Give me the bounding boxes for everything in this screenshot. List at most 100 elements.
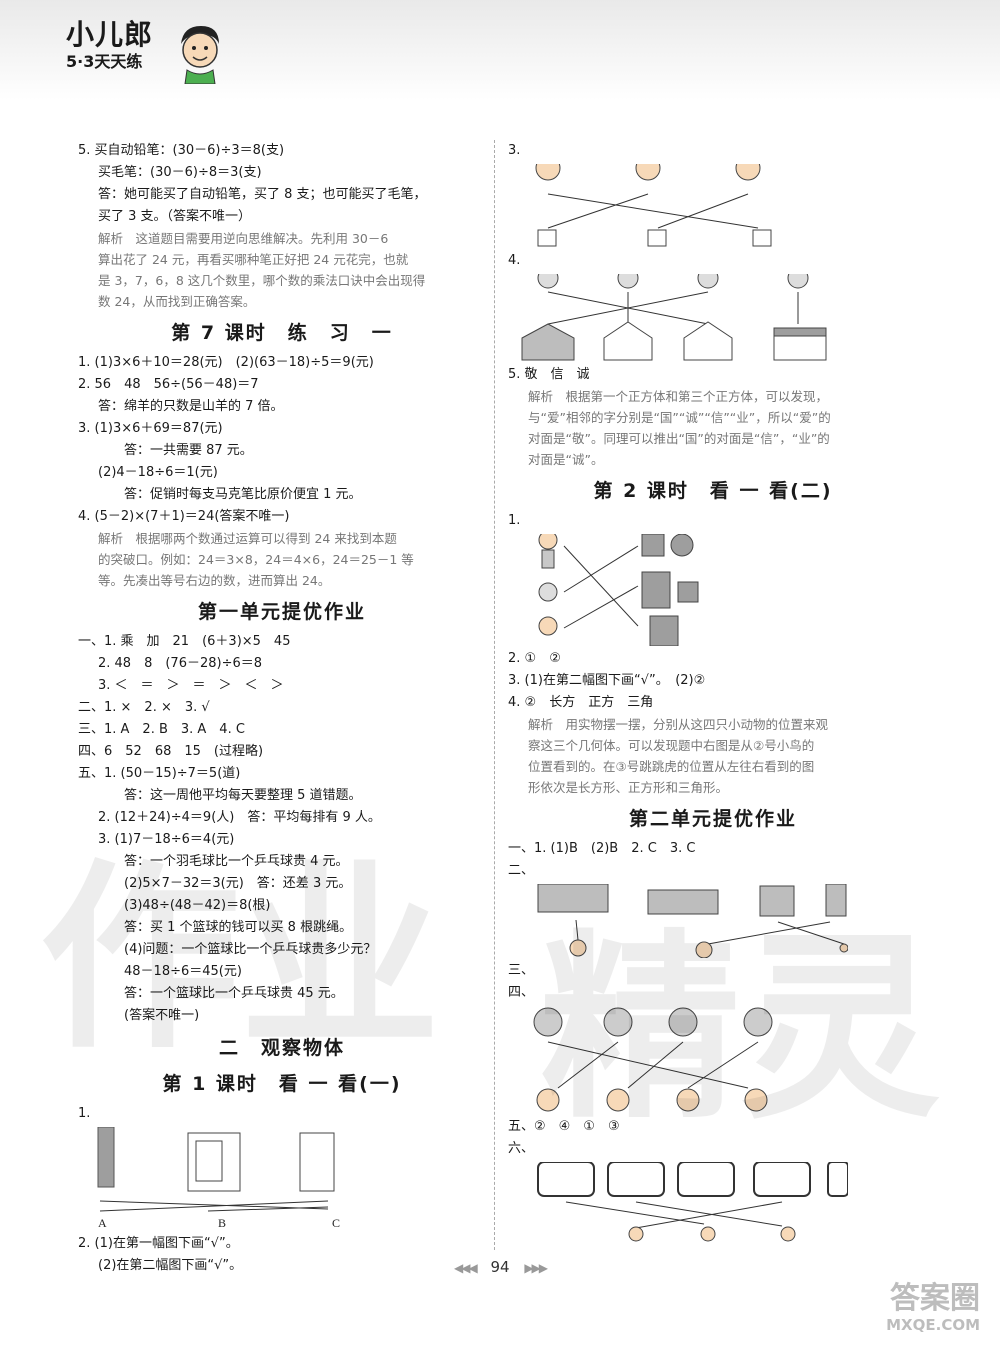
- mascot-icon: [181, 26, 219, 84]
- photos-matching-figure: [537, 1162, 848, 1242]
- answer-line: 一、1. 乘 加 21 (6＋3)×5 45: [78, 634, 291, 649]
- animal-back-2: [603, 1007, 633, 1037]
- combined-view: [649, 615, 679, 646]
- fig-label-c: C: [332, 1216, 340, 1230]
- site-watermark: 答案圈 MXQE.COM: [886, 1282, 980, 1335]
- truck-side-2: [647, 889, 719, 915]
- answer-line: 答：这一周他平均每天要整理 5 道错题。: [124, 788, 362, 803]
- page-number: 94: [490, 1258, 510, 1276]
- fig-label-b: B: [218, 1216, 226, 1230]
- question-number: 四、: [508, 985, 535, 1000]
- answer-line: 四、6 52 68 15 (过程略): [78, 744, 264, 759]
- answer-line: 4. ② 长方 正方 三角: [508, 695, 654, 710]
- answer-line: 答：一个篮球比一个乒乓球贵 45 元。: [124, 986, 344, 1001]
- animal-back-4: [743, 1007, 773, 1037]
- explanation-line: 位置看到的。在③号跳跳虎的位置从左往右看到的图: [528, 759, 815, 774]
- answer-line: 答：促销时每支马克笔比原价便宜 1 元。: [124, 487, 362, 502]
- section-title-lesson1: 第 1 课时 看 一 看(一): [162, 1073, 402, 1095]
- explanation-line: 是 3，7，6，8 这几个数里，哪个数的乘法口诀中会出现得: [98, 273, 426, 288]
- person-3: [780, 1226, 796, 1242]
- animal-back-3: [668, 1007, 698, 1037]
- answer-line: (2)4－18÷6＝1(元): [98, 465, 218, 480]
- header-band: [0, 0, 1000, 100]
- explanation-line: 与“爱”相邻的字分别是“国”“诚”“信”“业”，所以“爱”的: [528, 410, 831, 425]
- page-footer: ◀◀◀ 94 ▶▶▶: [0, 1258, 1000, 1276]
- cup-3: [752, 229, 772, 247]
- explanation-line: 解析 根据第一个正方体和第三个正方体，可以发现，: [528, 389, 829, 404]
- question-number: 3.: [508, 143, 521, 158]
- cup-2: [647, 229, 667, 247]
- person-1: [628, 1226, 644, 1242]
- answer-line: 5. 买自动铅笔：(30－6)÷3＝8(支): [78, 143, 285, 158]
- child-3: [839, 943, 848, 953]
- fig-label-a: A: [98, 1216, 107, 1230]
- lesson2-matching-figure: [538, 534, 699, 646]
- photo-3: [677, 1162, 735, 1197]
- kid-c: [676, 1088, 700, 1112]
- kid-b: [606, 1088, 630, 1112]
- child-1: [569, 939, 587, 957]
- square-view-small: [677, 581, 699, 603]
- photo-1: [537, 1162, 595, 1197]
- answer-line: 二、1. × 2. × 3. √: [78, 700, 210, 715]
- animal-3: [697, 274, 719, 289]
- truck-side-1: [537, 884, 609, 913]
- prev-arrows-icon: ◀◀◀: [453, 1261, 478, 1275]
- brand-series: 5·3天天练: [66, 52, 143, 71]
- animal-2: [617, 274, 639, 289]
- answer-line: 3. (1)7－18÷6＝4(元): [98, 832, 235, 847]
- answer-line: 4. (5－2)×(7＋1)＝24(答案不唯一): [78, 509, 290, 524]
- answer-line: 3. (1)3×6＋69＝87(元): [78, 421, 223, 436]
- child-2: [695, 941, 713, 958]
- q3-matching-figure: [535, 164, 772, 247]
- answer-line: 2. (1)在第一幅图下画“√”。: [78, 1236, 239, 1251]
- section-title-lesson2: 第 2 课时 看 一 看(二): [593, 480, 833, 502]
- explanation-line: 对面是“敬”。同理可以推出“国”的对面是“信”，“业”的: [528, 431, 830, 446]
- animals-matching-figure: [533, 1007, 773, 1112]
- question-number: 二、: [508, 863, 535, 878]
- kid-figure-1: [538, 534, 558, 550]
- child-face-3: [735, 164, 761, 181]
- answer-line: 五、1. (50－15)÷7＝5(道): [78, 766, 241, 781]
- section-title-unit2: 第二单元提优作业: [628, 808, 797, 830]
- house-2: [603, 321, 653, 361]
- explanation-line: 的突破口。例如：24＝3×8，24＝4×6，24＝25－1 等: [98, 552, 414, 567]
- unit2-heading: 二 观察物体: [218, 1037, 345, 1059]
- explanation-line: 对面是“诚”。: [528, 452, 604, 467]
- answer-line: 答：一个羽毛球比一个乒乓球贵 4 元。: [124, 854, 349, 869]
- answer-line: (4)问题：一个篮球比一个乒乓球贵多少元？: [124, 942, 377, 957]
- answer-line: 3. (1)在第二幅图下画“√”。 (2)②: [508, 673, 706, 688]
- section-title-lesson7: 第 7 课时 练 习 一: [171, 322, 393, 344]
- trucks-matching-figure: [537, 884, 848, 958]
- kid-a: [536, 1088, 560, 1112]
- circle-view: [670, 534, 694, 557]
- answer-line: 五、② ④ ① ③: [508, 1119, 620, 1134]
- answer-line: 买了 3 支。（答案不唯一）: [98, 209, 252, 224]
- kid-figure-2: [538, 616, 558, 636]
- answer-line: 答：她可能买了自动铅笔，买了 8 支；也可能买了毛笔，: [98, 187, 427, 202]
- left-column: 5. 买自动铅笔：(30－6)÷3＝8(支) 买毛笔：(30－6)÷8＝3(支)…: [78, 140, 486, 1277]
- animal-1: [537, 274, 559, 289]
- answer-line: (2)在第二幅图下画“√”。: [98, 1258, 243, 1273]
- photo-4: [753, 1162, 811, 1197]
- answer-line: (3)48÷(48－42)＝8(根): [124, 898, 271, 913]
- explanation-line: 解析 用实物摆一摆，分别从这四只小动物的位置来观: [528, 717, 829, 732]
- brand-logo: 小儿郎 5·3天天练: [66, 20, 153, 72]
- cup-1: [537, 229, 557, 247]
- brand-name: 小儿郎: [66, 18, 154, 51]
- site-url: MXQE.COM: [886, 1316, 980, 1334]
- child-face-2: [635, 164, 661, 181]
- truck-back: [825, 884, 847, 917]
- animal-back-1: [533, 1007, 563, 1037]
- house-1: [521, 323, 575, 361]
- person-2: [700, 1226, 716, 1242]
- lesson1-matching-figure: A B C: [97, 1127, 340, 1230]
- answer-line: 买毛笔：(30－6)÷8＝3(支): [98, 165, 262, 180]
- answer-line: 答：买 1 个篮球的钱可以买 8 根跳绳。: [124, 920, 353, 935]
- bird-figure: [538, 582, 558, 602]
- explanation-line: 解析 根据哪两个数通过运算可以得到 24 来找到本题: [98, 531, 397, 546]
- question-number: 1.: [78, 1106, 91, 1121]
- right-column: 3. 4. 5. 敬 信 诚 解析 根据第一个正方体和第三个正方体，可以发现， …: [508, 140, 918, 1246]
- pillar-figure: [97, 1127, 115, 1188]
- question-number: 4.: [508, 253, 521, 268]
